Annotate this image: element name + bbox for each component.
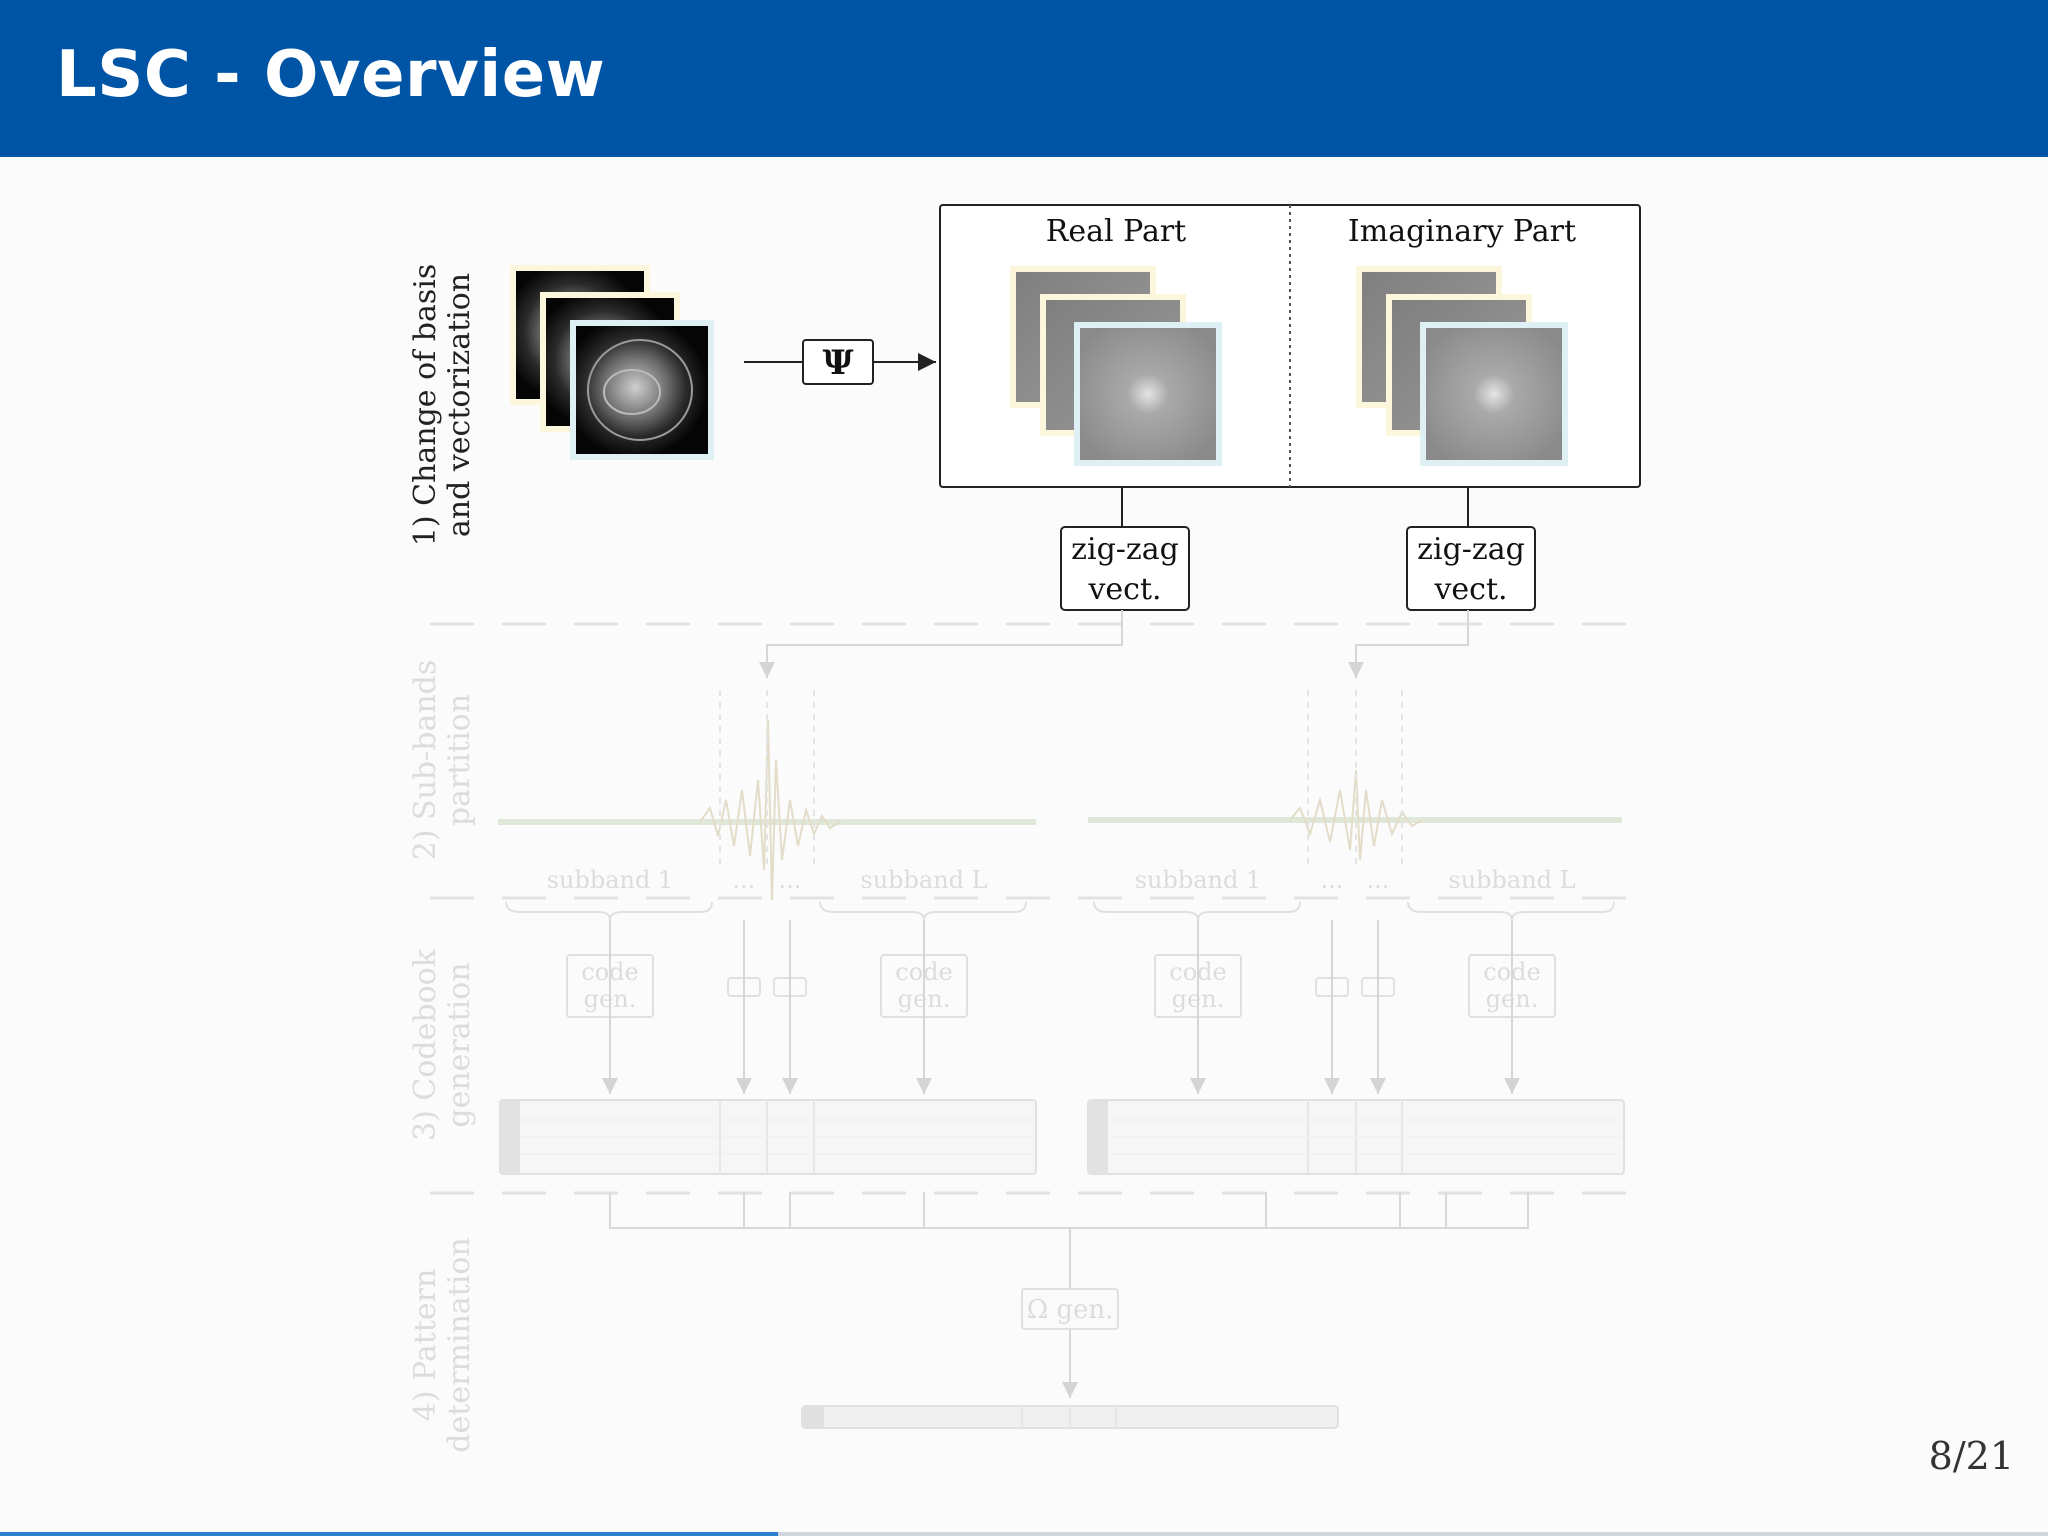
stage-label-3: 3) Codebook generation (408, 948, 477, 1141)
real-zigzag-line1: zig-zag (1071, 532, 1179, 567)
real-zigzag-box (1060, 526, 1190, 611)
real-signal-plot (498, 690, 1036, 901)
real-zigzag-line2: vect. (1087, 572, 1161, 607)
mri-image-stack (510, 265, 714, 460)
slide-progress-fill (0, 1532, 779, 1536)
pattern-vector (801, 1405, 1339, 1429)
stage-label-3-line1: 3) Codebook (408, 948, 443, 1141)
imaginary-fft-stack (1356, 266, 1568, 466)
real-codebook-matrix (499, 1099, 1037, 1175)
omega-gen-box: Ω gen. (1021, 1288, 1119, 1330)
faded-lower-stages: subband 1 ... ... subband L subband 1 ..… (498, 610, 1625, 1429)
stage-label-1-line2: and vectorization (442, 273, 477, 537)
imaginary-part-label: Imaginary Part (1348, 214, 1576, 249)
stage-label-1: 1) Change of basis and vectorization (408, 264, 477, 546)
slide-progress-bar (0, 1532, 2048, 1536)
psi-symbol: Ψ (822, 343, 853, 383)
stage-label-4-line2: determination (442, 1237, 477, 1452)
imag-zigzag-line2: vect. (1433, 572, 1507, 607)
page-number: 8/21 (1928, 1434, 2014, 1478)
imag-codebook-matrix (1087, 1099, 1625, 1175)
stage-label-4-line1: 4) Pattern (408, 1269, 443, 1422)
real-ellipsis-2: ... (779, 866, 802, 894)
imag-subband-first: subband 1 (1135, 866, 1262, 894)
stage-label-2-line2: partition (442, 694, 477, 826)
imag-ellipsis-2: ... (1367, 866, 1390, 894)
imag-ellipsis-1: ... (1321, 866, 1344, 894)
stage-label-1-line1: 1) Change of basis (408, 264, 443, 546)
real-subband-last: subband L (860, 866, 987, 894)
stage-label-4: 4) Pattern determination (408, 1237, 477, 1452)
stage-label-2: 2) Sub-bands partition (408, 660, 477, 861)
stage-label-3-line2: generation (442, 962, 477, 1127)
imag-zigzag-box (1406, 526, 1536, 611)
real-ellipsis-1: ... (733, 866, 756, 894)
omega-gen-label: Ω gen. (1027, 1295, 1114, 1325)
imag-signal-plot (1088, 690, 1622, 870)
real-fft-stack (1010, 266, 1222, 466)
imag-zigzag-line1: zig-zag (1417, 532, 1525, 567)
imag-subband-last: subband L (1448, 866, 1575, 894)
slide-title: LSC - Overview (56, 38, 606, 112)
real-part-label: Real Part (1046, 214, 1186, 249)
stage-label-2-line1: 2) Sub-bands (408, 660, 443, 861)
real-subband-first: subband 1 (547, 866, 674, 894)
slide-header: LSC - Overview (0, 0, 2048, 157)
